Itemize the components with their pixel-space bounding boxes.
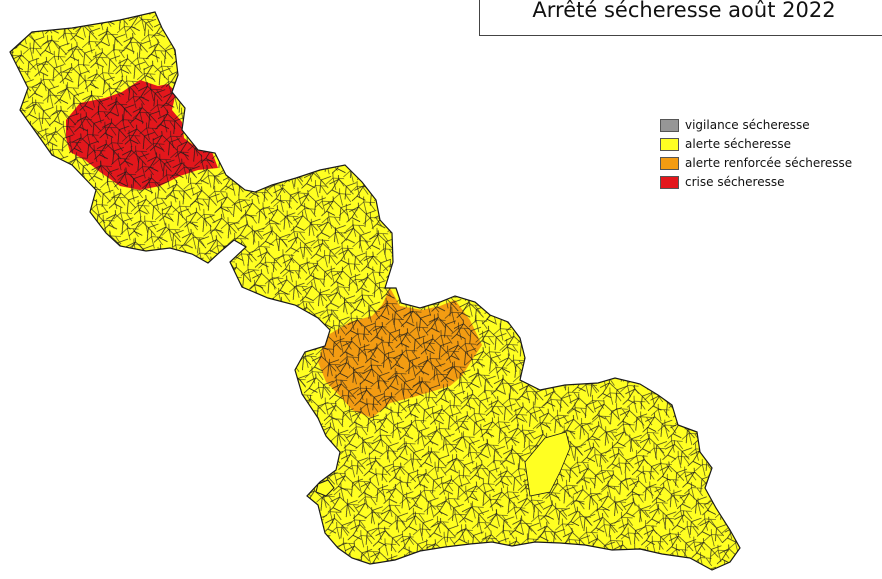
legend-item-vigilance: vigilance sécheresse xyxy=(660,116,852,134)
legend-swatch-alerte-renforcee xyxy=(660,156,679,170)
legend-item-alerte: alerte sécheresse xyxy=(660,135,852,153)
map-title-box: Arrêté sécheresse août 2022 xyxy=(479,0,882,36)
legend-swatch-crise xyxy=(660,175,679,189)
legend: vigilance sécheresse alerte sécheresse a… xyxy=(660,116,852,192)
legend-item-alerte-renforcee: alerte renforcée sécheresse xyxy=(660,154,852,172)
map-title: Arrêté sécheresse août 2022 xyxy=(532,0,836,22)
legend-label-alerte-renforcee: alerte renforcée sécheresse xyxy=(685,156,853,170)
legend-swatch-vigilance xyxy=(660,118,679,132)
legend-swatch-alerte xyxy=(660,137,679,151)
legend-item-crise: crise sécheresse xyxy=(660,173,852,191)
legend-label-crise: crise sécheresse xyxy=(685,175,785,189)
legend-label-vigilance: vigilance sécheresse xyxy=(685,118,810,132)
legend-label-alerte: alerte sécheresse xyxy=(685,137,792,151)
